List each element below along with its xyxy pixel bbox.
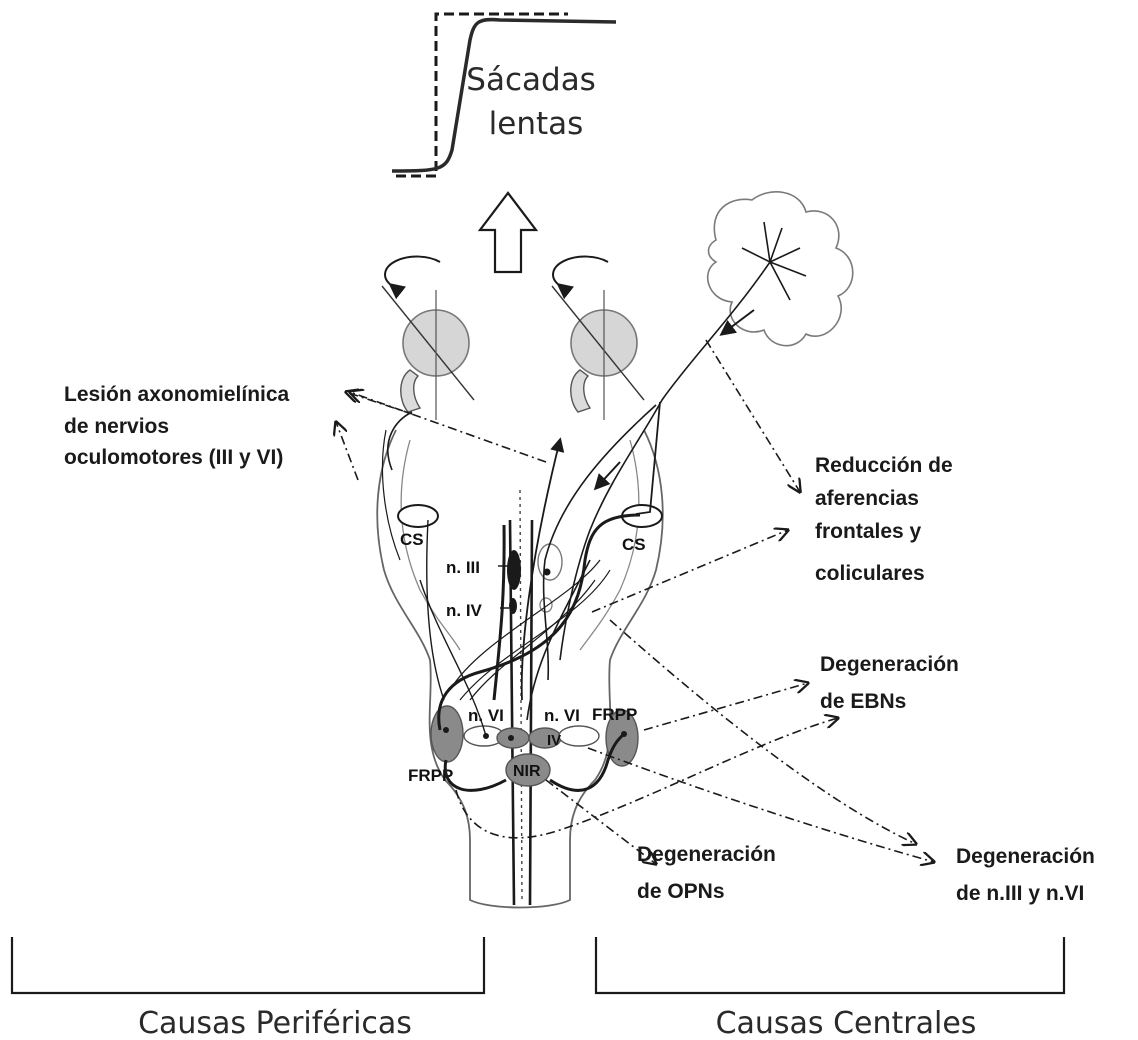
n3-nucleus [507,550,521,590]
iv-label: IV [547,732,561,749]
cs-left-label: CS [400,530,424,549]
superior-colliculus-left [398,505,438,527]
nerve-degeneration-label: Degeneración de n.III y n.VI [956,845,1101,905]
lesion-pointers [336,340,934,864]
n3-label: n. III [446,558,480,577]
peripheral-lesion-label: Lesión axonomielínica de nervios oculomo… [64,383,295,469]
ebn-degeneration-label: Degeneración de EBNs [820,653,965,713]
n4-nucleus [509,598,517,614]
frontal-cortex-outline [708,192,853,346]
opn-degeneration-label: Degeneración de OPNs [637,843,782,903]
n4-label: n. IV [446,601,483,620]
peripheral-bracket [12,937,484,993]
peripheral-causes-label: Causas Periféricas [138,1006,412,1040]
left-eye [382,257,474,420]
n6-left-label: n. VI [468,706,504,725]
brainstem-outline [377,430,663,908]
n6-right-label: n. VI [544,706,580,725]
frpp-left-nucleus [431,706,463,762]
frpp-right-label: FRPP [592,705,637,724]
central-bracket [596,937,1064,993]
saccade-label: Sácadas lentas [466,62,605,142]
cs-right-label: CS [622,535,646,554]
right-eye [552,257,644,420]
afferent-reduction-label: Reducción de aferencias frontales y coli… [815,454,959,585]
central-causes-label: Causas Centrales [716,1006,977,1040]
up-arrow-icon [480,193,536,272]
nir-label: NIR [513,763,541,780]
